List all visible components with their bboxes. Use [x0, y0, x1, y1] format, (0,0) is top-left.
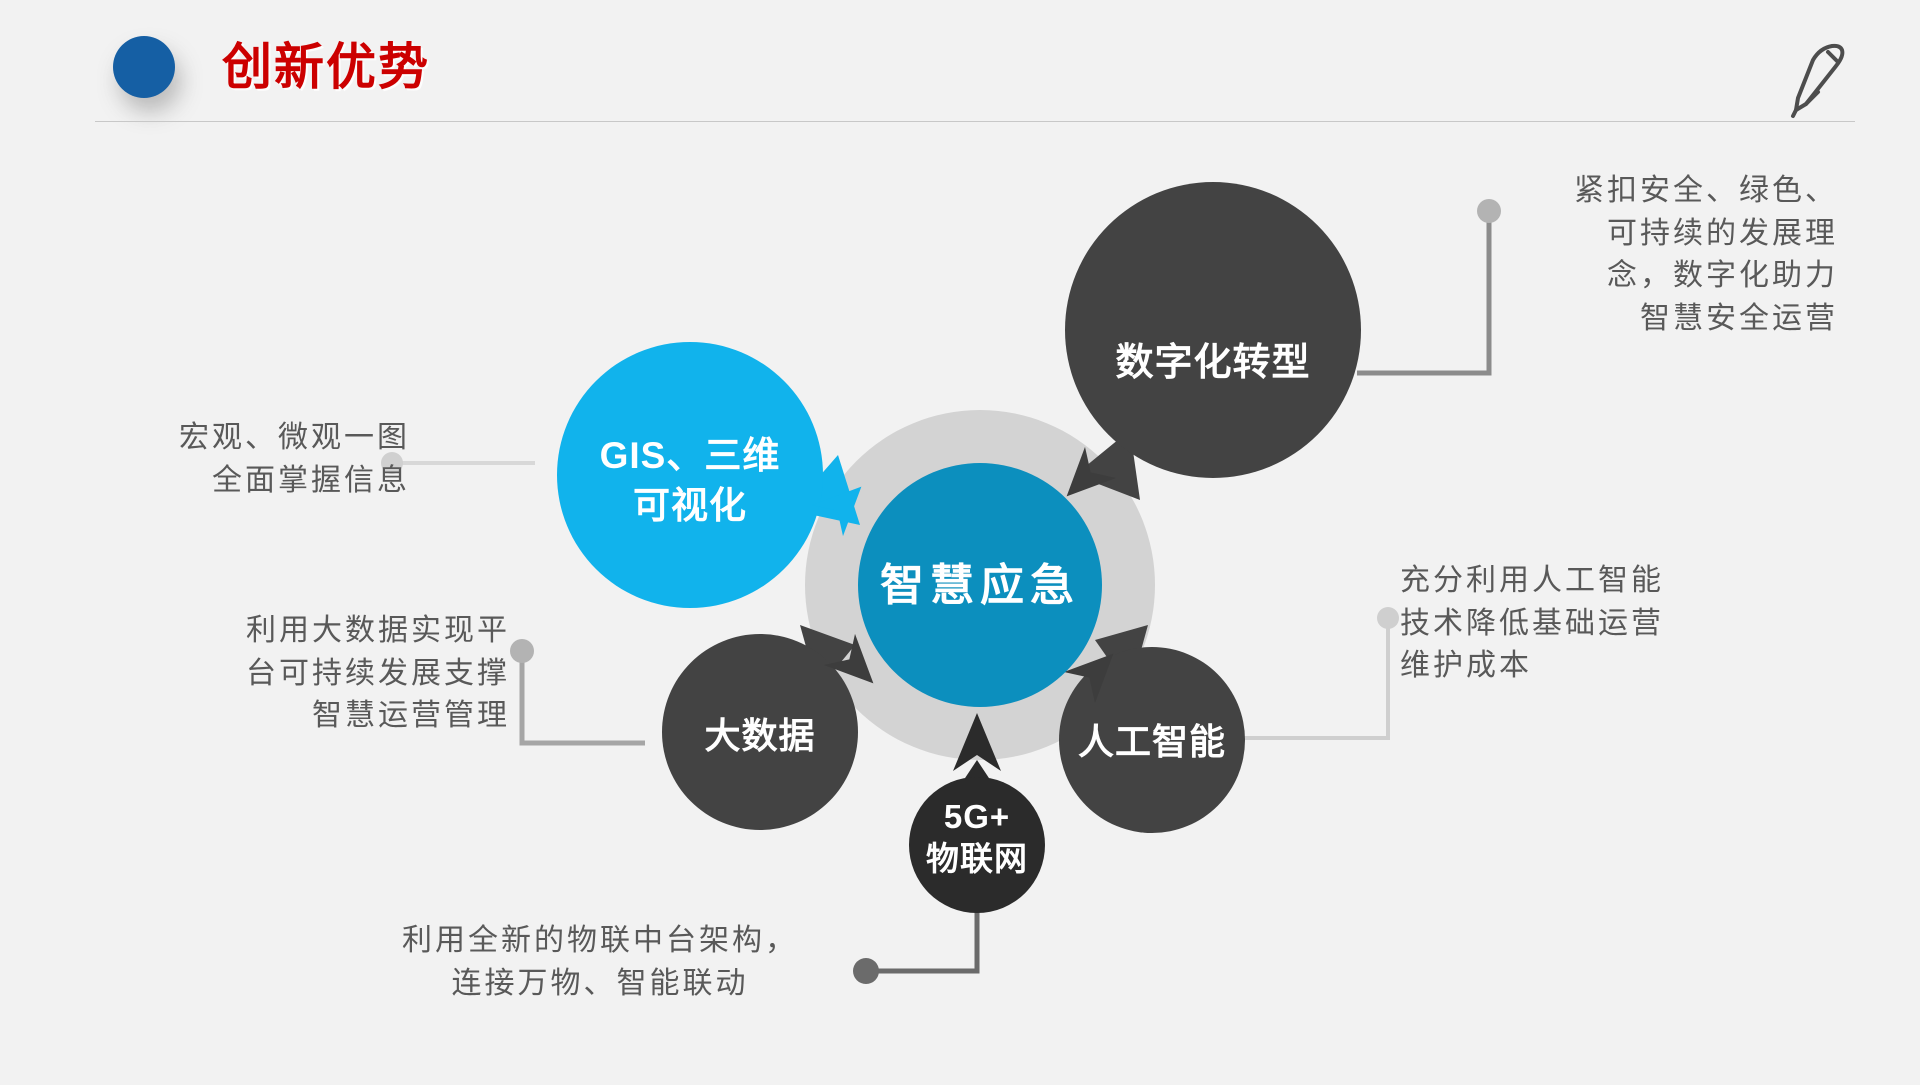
- node-ai-label: 人工智能: [1078, 721, 1226, 762]
- page-title: 创新优势: [222, 39, 430, 95]
- center-disc: [858, 463, 1102, 707]
- ring-arrow-bottom-icon: [953, 713, 1001, 771]
- node-bigdata-label: 大数据: [704, 715, 815, 756]
- node-gis-label-line2: 可视化: [633, 485, 747, 526]
- annotation-iot: 利用全新的物联中台架构， 连接万物、智能联动: [402, 924, 798, 1000]
- annotation-digital: 紧扣安全、绿色、 可持续的发展理 念，数字化助力 智慧安全运营: [1574, 174, 1838, 335]
- pen-icon: [1760, 22, 1870, 132]
- slide-header: 创新优势: [0, 0, 1920, 140]
- connector-gis: [381, 452, 535, 474]
- node-gis-label-line1: GIS、三维: [600, 435, 781, 476]
- ring-arrow-lower-right-icon: [1063, 653, 1114, 704]
- node-ai[interactable]: 人工智能: [1059, 625, 1245, 833]
- node-iot-label-line1: 5G+: [944, 798, 1010, 835]
- connector-digital: [1357, 199, 1501, 376]
- header-divider: [95, 121, 1855, 122]
- node-iot-label-line2: 物联网: [926, 840, 1028, 877]
- header-bullet-circle: [113, 36, 175, 98]
- ring-arrow-lower-left-icon: [823, 633, 874, 684]
- node-digital-label: 数字化转型: [1115, 342, 1310, 384]
- node-digital[interactable]: 数字化转型: [1065, 182, 1361, 500]
- connector-ai: [1243, 607, 1399, 740]
- ring-arrow-upper-right-icon: [1066, 446, 1117, 497]
- annotation-bigdata: 利用大数据实现平 台可持续发展支撑 智慧运营管理: [246, 614, 510, 733]
- ring-arrow-upper-left-icon: [811, 486, 862, 537]
- center-label: 智慧应急: [880, 561, 1080, 610]
- node-iot[interactable]: 5G+ 物联网: [909, 760, 1045, 913]
- connector-bigdata: [510, 639, 645, 746]
- annotation-ai: 充分利用人工智能 技术降低基础运营 维护成本: [1400, 564, 1664, 683]
- annotation-gis: 宏观、微观一图 全面掌握信息: [179, 421, 410, 497]
- node-bigdata[interactable]: 大数据: [662, 625, 858, 830]
